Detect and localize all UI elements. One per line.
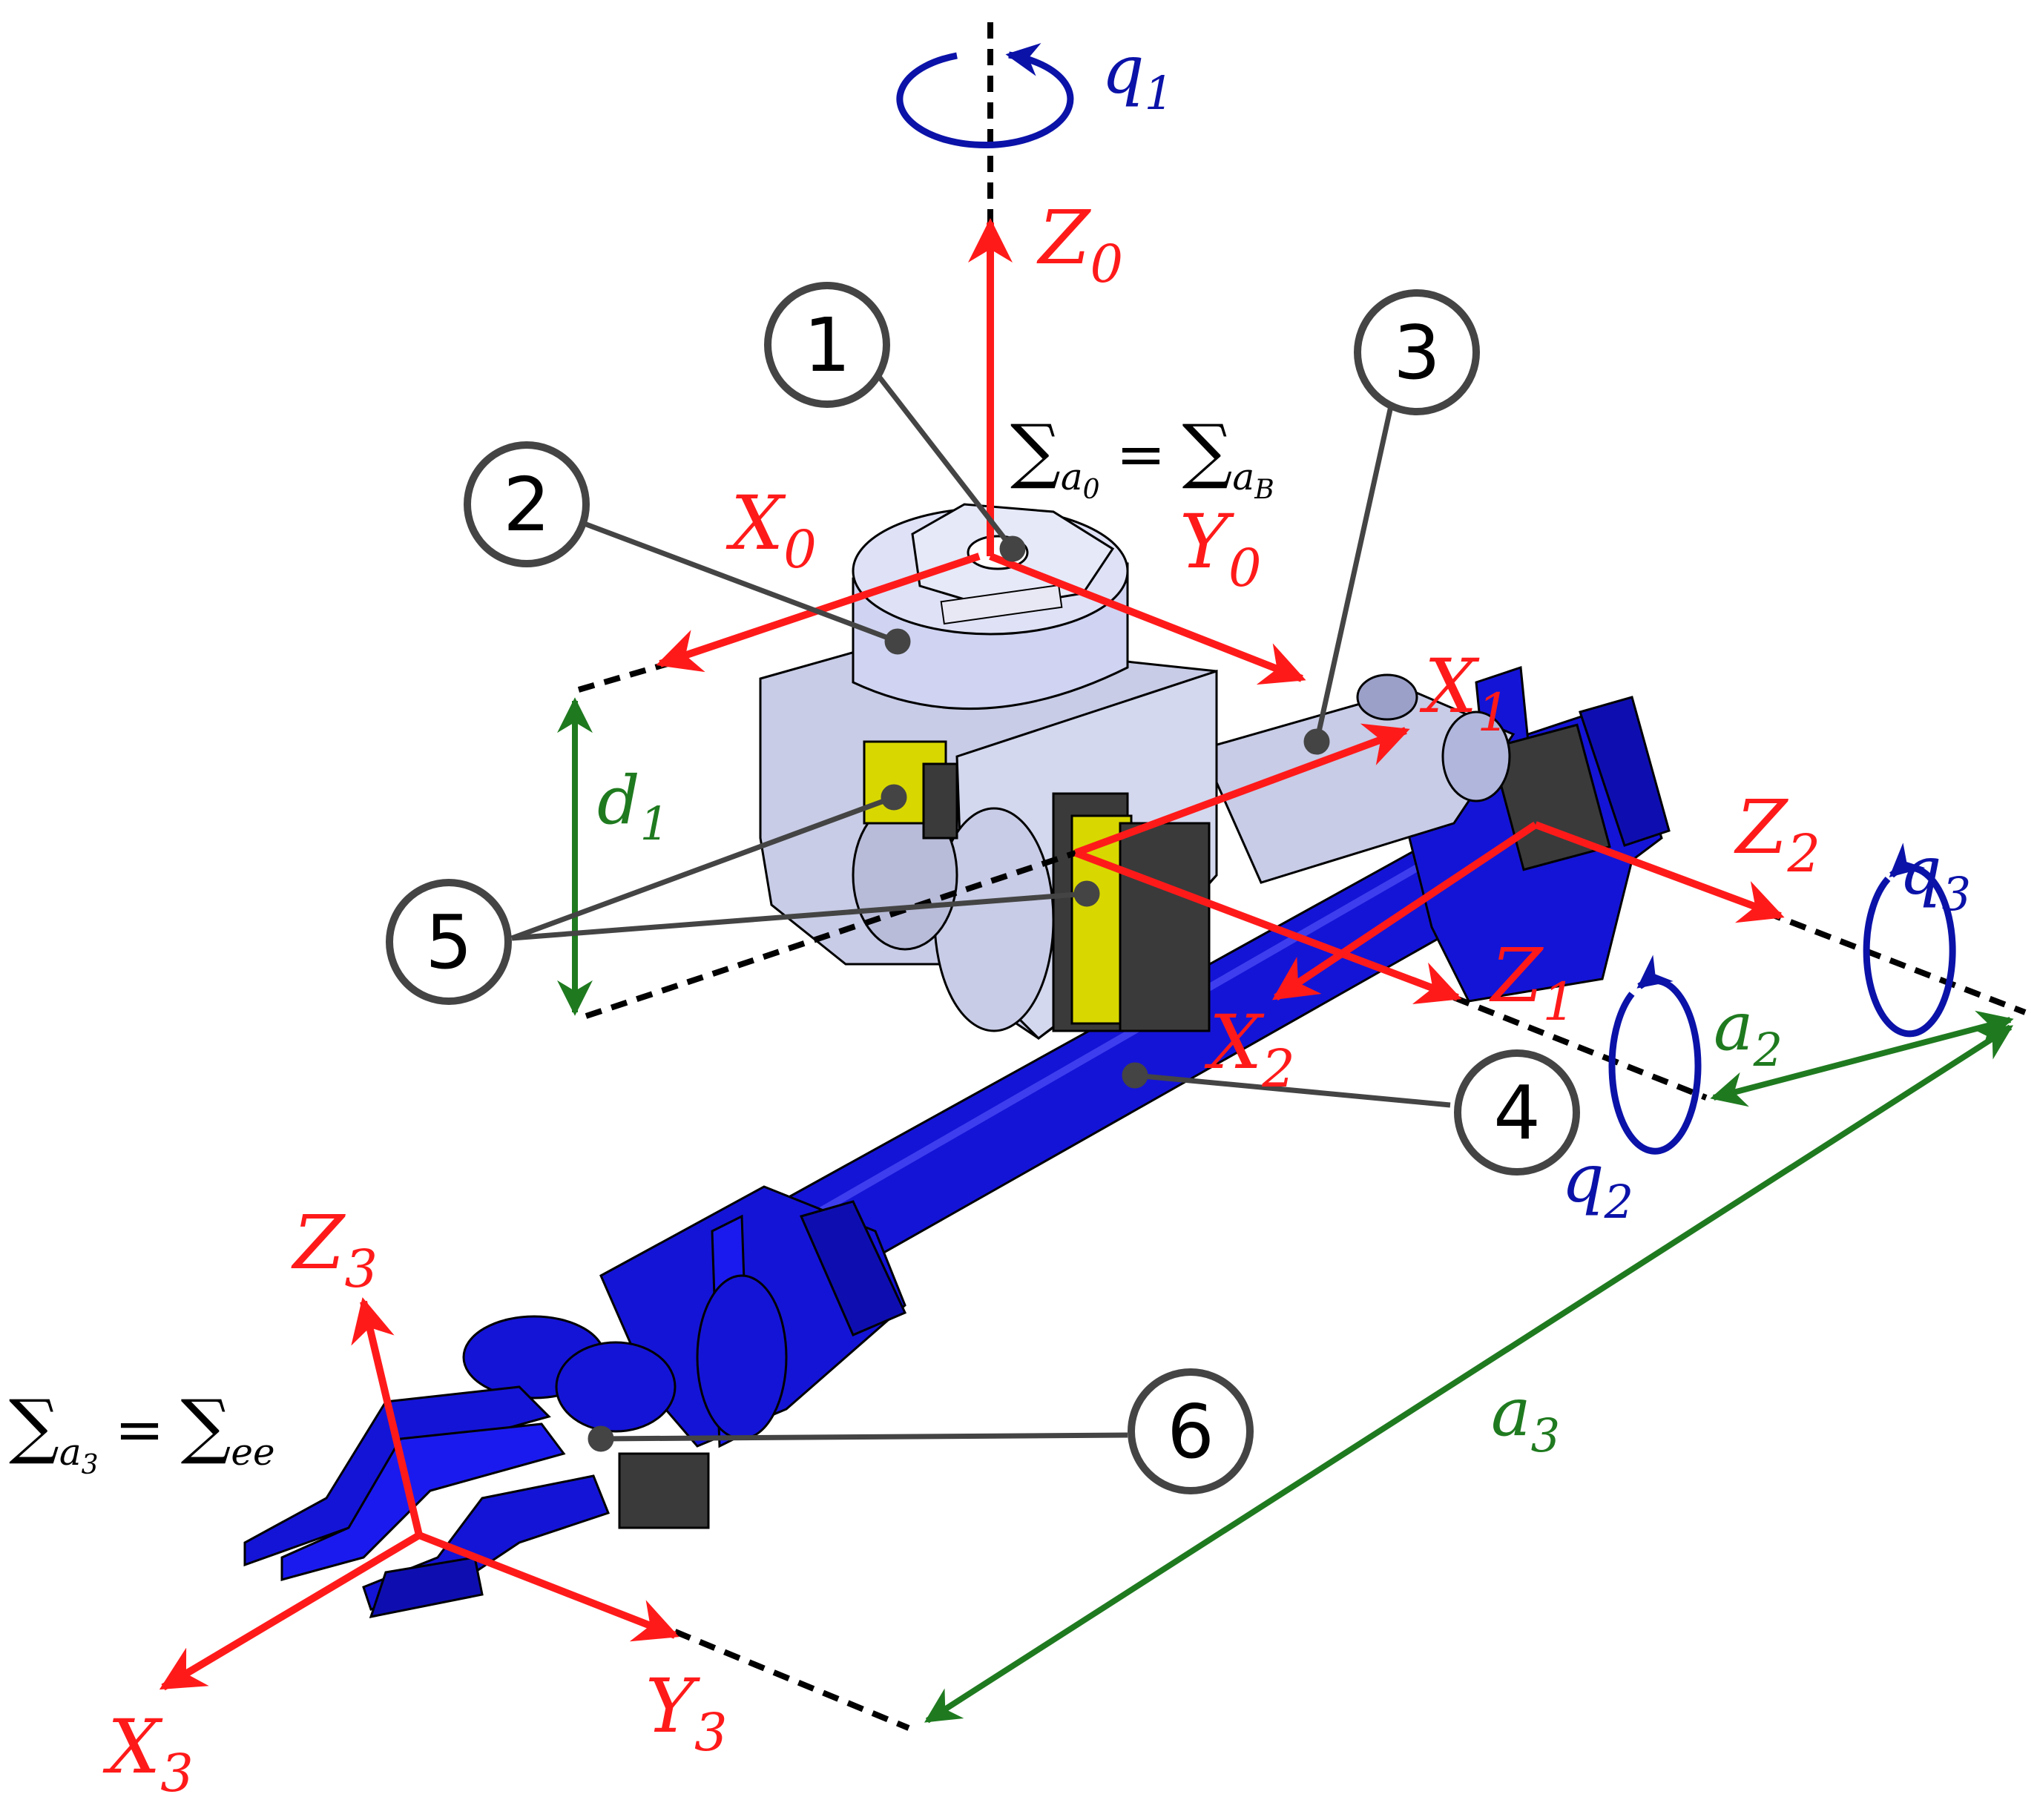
y3-dashed: [674, 1629, 910, 1731]
svg-text:∑a3=∑ee: ∑a3=∑ee: [9, 1385, 275, 1480]
callout-2-label: 2: [503, 461, 550, 548]
callout-4: 4: [1454, 1049, 1580, 1176]
label-Z3: Z3: [291, 1199, 378, 1299]
callout-leaders: [510, 365, 1451, 1452]
label-Z1: Z1: [1489, 932, 1576, 1032]
equation-base-frame: ∑a0=∑aB: [1010, 410, 1274, 505]
label-Y3: Y3: [645, 1663, 728, 1763]
callout-3-label: 3: [1393, 309, 1441, 396]
x2-arrow: [1272, 821, 1538, 1001]
callout-6-label: 6: [1167, 1388, 1214, 1475]
label-Y0: Y0: [1179, 498, 1262, 599]
z1-arrow: [1074, 849, 1462, 1004]
label-a2: a2: [1714, 988, 1783, 1077]
q2-rotation-icon: [1608, 954, 1702, 1155]
label-Z0: Z0: [1036, 194, 1123, 294]
label-X1: X1: [1419, 643, 1510, 743]
callout-2: 2: [464, 441, 590, 567]
gripper: [243, 1315, 710, 1618]
equation-ee-frame: ∑a3=∑ee: [9, 1385, 275, 1480]
callout-circles: 1 2 3 4 5 6: [386, 282, 1580, 1494]
callout-5: 5: [386, 879, 512, 1005]
callout-3: 3: [1354, 289, 1480, 415]
q1-rotation-icon: [896, 43, 1074, 149]
y0-arrow: [989, 553, 1306, 685]
label-q2: q2: [1562, 1140, 1633, 1229]
a3-dimension: [924, 1024, 2014, 1724]
label-X2: X2: [1204, 999, 1295, 1099]
label-q3: q3: [1899, 832, 1971, 921]
servo-left: [863, 740, 958, 840]
callout-6: 6: [1128, 1368, 1254, 1494]
coordinate-frames: [159, 218, 1785, 1691]
robot-illustration: [243, 503, 1671, 1618]
dimension-labels: d1 a2 a3: [597, 762, 1783, 1463]
callout-4-label: 4: [1493, 1069, 1541, 1156]
frame-labels: Z0 X0 Y0 X1 Z1 Z2 X2 Z3 X3 Y3: [102, 194, 1820, 1804]
link-gray: [1200, 673, 1516, 884]
wrist-bracket: [599, 1185, 907, 1448]
label-Z2: Z2: [1734, 784, 1820, 884]
joint-labels: q1 q2 q3: [1102, 31, 1971, 1229]
dimension-arrows: [557, 697, 2014, 1724]
z3-arrow: [351, 1297, 423, 1537]
joint-rotations: [896, 43, 1956, 1155]
x1-arrow: [1074, 723, 1410, 857]
x3-arrow: [159, 1531, 421, 1691]
svg-text:∑a0=∑aB: ∑a0=∑aB: [1010, 410, 1274, 505]
label-d1: d1: [597, 762, 669, 851]
z2-dashed: [1764, 909, 2027, 1015]
callout-5-label: 5: [425, 899, 473, 986]
y3-arrow: [418, 1531, 679, 1642]
label-q1: q1: [1102, 31, 1174, 120]
label-X0: X0: [725, 480, 817, 580]
callout-1: 1: [764, 282, 890, 408]
label-a3: a3: [1491, 1374, 1560, 1463]
d1-top-dashed: [577, 661, 669, 693]
servo-right: [1052, 792, 1211, 1032]
q3-rotation-icon: [1863, 843, 1956, 1038]
label-X3: X3: [102, 1704, 194, 1804]
d1-bottom-dashed: [585, 850, 1077, 1019]
z2-arrow: [1534, 821, 1785, 923]
callout-1-label: 1: [803, 302, 851, 389]
